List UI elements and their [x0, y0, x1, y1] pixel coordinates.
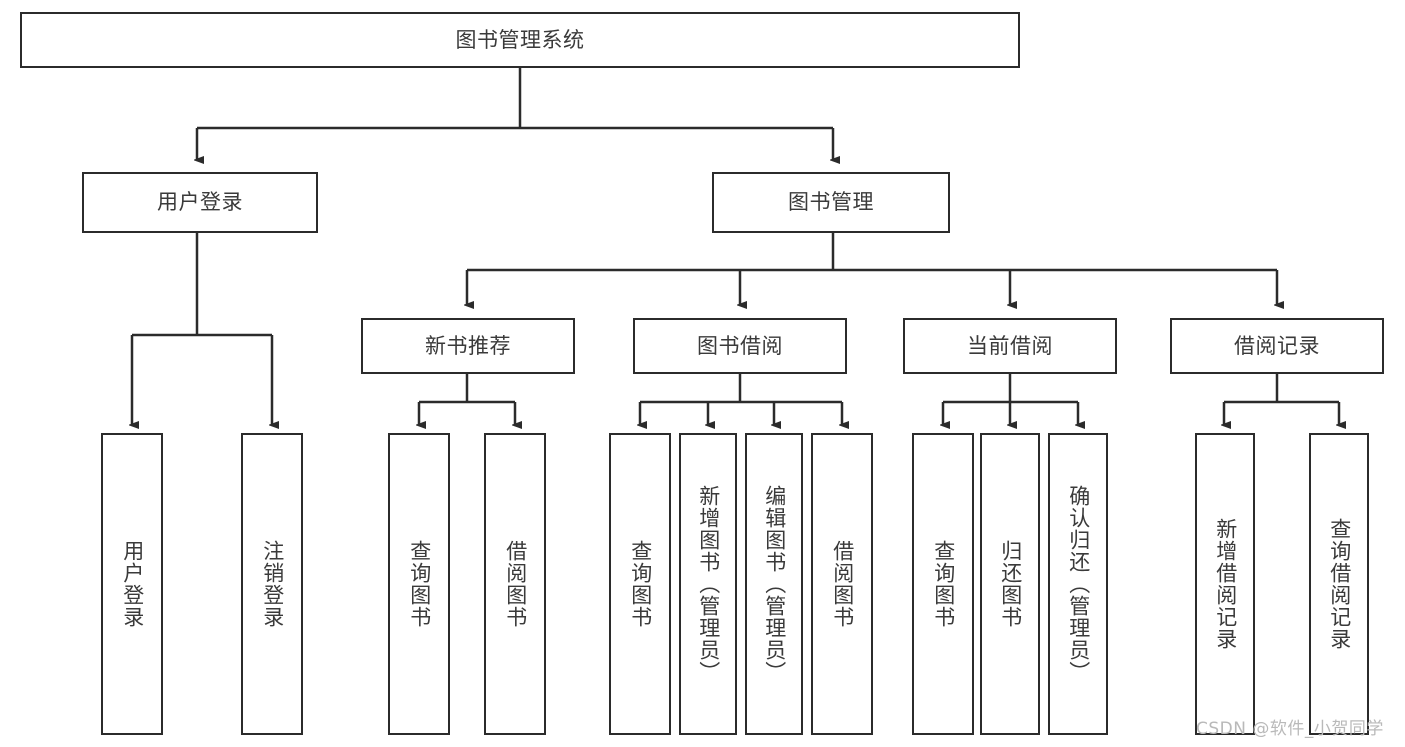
node-borrow-record-label: 借阅记录: [1234, 333, 1320, 358]
node-book-manage[interactable]: 图书管理: [712, 172, 950, 233]
node-leaf-add-book-label: 新增图书（管理员）: [696, 485, 721, 683]
node-leaf-add-book[interactable]: 新增图书（管理员）: [679, 433, 737, 735]
node-book-manage-label: 图书管理: [788, 190, 874, 215]
node-borrow-record[interactable]: 借阅记录: [1170, 318, 1384, 374]
node-user-login-label: 用户登录: [157, 190, 243, 215]
csdn-watermark: CSDN @软件_小贺同学: [1196, 719, 1384, 739]
node-leaf-borrow-book-1[interactable]: 借阅图书: [484, 433, 546, 735]
node-leaf-add-record[interactable]: 新增借阅记录: [1195, 433, 1255, 735]
node-leaf-return-book-label: 归还图书: [998, 540, 1023, 628]
node-root[interactable]: 图书管理系统: [20, 12, 1020, 68]
node-new-book-rec-label: 新书推荐: [425, 333, 511, 358]
node-leaf-borrow-book-2[interactable]: 借阅图书: [811, 433, 873, 735]
node-leaf-add-record-label: 新增借阅记录: [1213, 518, 1238, 650]
node-user-login[interactable]: 用户登录: [82, 172, 318, 233]
node-leaf-query-book-1[interactable]: 查询图书: [388, 433, 450, 735]
node-current-borrow-label: 当前借阅: [967, 333, 1053, 358]
node-new-book-rec[interactable]: 新书推荐: [361, 318, 575, 374]
node-leaf-borrow-book-2-label: 借阅图书: [830, 540, 855, 628]
node-root-label: 图书管理系统: [455, 27, 585, 52]
node-leaf-user-logout-label: 注销登录: [260, 540, 285, 628]
node-book-borrow[interactable]: 图书借阅: [633, 318, 847, 374]
node-book-borrow-label: 图书借阅: [697, 333, 783, 358]
node-leaf-user-login-label: 用户登录: [120, 540, 145, 628]
node-leaf-query-book-3-label: 查询图书: [931, 540, 956, 628]
connector-lines: [132, 68, 1339, 425]
node-leaf-query-book-1-label: 查询图书: [407, 540, 432, 628]
node-leaf-query-book-3[interactable]: 查询图书: [912, 433, 974, 735]
node-leaf-edit-book-label: 编辑图书（管理员）: [762, 485, 787, 683]
node-leaf-query-book-2-label: 查询图书: [628, 540, 653, 628]
node-leaf-return-book[interactable]: 归还图书: [980, 433, 1040, 735]
node-leaf-confirm-return-label: 确认归还（管理员）: [1066, 485, 1091, 683]
node-leaf-confirm-return[interactable]: 确认归还（管理员）: [1048, 433, 1108, 735]
node-leaf-user-login[interactable]: 用户登录: [101, 433, 163, 735]
node-leaf-edit-book[interactable]: 编辑图书（管理员）: [745, 433, 803, 735]
node-current-borrow[interactable]: 当前借阅: [903, 318, 1117, 374]
node-leaf-user-logout[interactable]: 注销登录: [241, 433, 303, 735]
node-leaf-borrow-book-1-label: 借阅图书: [503, 540, 528, 628]
node-leaf-query-book-2[interactable]: 查询图书: [609, 433, 671, 735]
node-leaf-query-record-label: 查询借阅记录: [1327, 518, 1352, 650]
node-leaf-query-record[interactable]: 查询借阅记录: [1309, 433, 1369, 735]
